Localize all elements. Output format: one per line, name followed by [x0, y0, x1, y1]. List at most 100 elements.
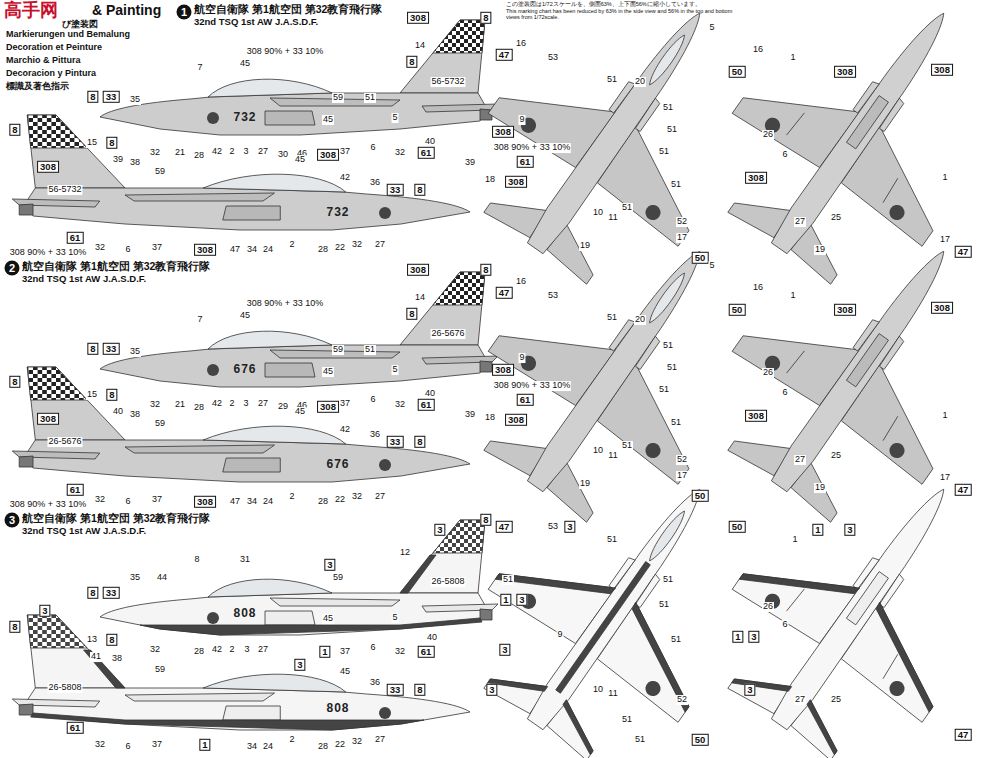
callout-number: 51 — [606, 535, 618, 545]
callout-number: 15 — [86, 138, 98, 148]
callout-number: 47 — [229, 245, 241, 255]
callout-number: 52 — [676, 217, 688, 227]
callout-number: 308 90% + 33 10% — [9, 500, 87, 510]
wing — [125, 193, 275, 201]
callout-number: 6 — [124, 245, 131, 255]
pylon — [881, 178, 899, 202]
exhaust — [480, 361, 492, 372]
checker-tail — [27, 367, 87, 400]
roundel — [518, 115, 539, 136]
canopy — [646, 270, 689, 326]
roundel — [886, 678, 907, 699]
callout-number: 56-5732 — [47, 185, 82, 195]
callout-number: 45 — [322, 614, 334, 624]
callout-number: 1 — [789, 291, 796, 301]
paint-code-box: 308 — [194, 244, 216, 256]
callout-number: 27 — [374, 492, 386, 502]
fuselage — [100, 345, 486, 387]
callout-number: 14 — [414, 293, 426, 303]
paint-code-box: 47 — [955, 729, 972, 741]
callout-number: 32 — [149, 148, 161, 158]
callout-number: 37 — [151, 740, 163, 750]
fuselage — [768, 6, 954, 256]
callout-number: 3 — [242, 147, 249, 157]
callout-number: 24 — [262, 742, 274, 752]
canopy — [646, 508, 689, 564]
callout-number: 36 — [369, 178, 381, 188]
callout-number: 6 — [369, 395, 376, 405]
callout-number: 32 — [94, 495, 106, 505]
paint-code-box: 308 — [834, 66, 856, 78]
callout-number: 37 — [339, 147, 351, 157]
callout-number: 25 — [830, 451, 842, 461]
paint-code-box: 50 — [692, 734, 709, 746]
callout-number: 45 — [322, 115, 334, 125]
paint-code-box: 33 — [387, 184, 404, 196]
title-translation: び塗装図 — [62, 20, 98, 30]
paint-code-box: 47 — [955, 246, 972, 258]
paint-code-box: 308 — [505, 414, 527, 426]
paint-code-box: 8 — [106, 389, 117, 401]
paint-code-box: 61 — [418, 147, 435, 159]
gear-bay — [846, 96, 888, 149]
callout-number: 1 — [941, 173, 948, 183]
roundel — [886, 440, 907, 461]
scheme-heading: 32nd TSQ 1st AW J.A.S.D.F. — [22, 526, 146, 536]
wing-stripe — [844, 602, 964, 712]
callout-number: 18 — [484, 175, 496, 185]
callout-number: 10 — [592, 208, 604, 218]
aircraft-side-view — [12, 615, 470, 730]
callout-number: 39 — [464, 410, 476, 420]
intake — [609, 80, 635, 113]
fuselage — [100, 93, 486, 135]
callout-number: 308 90% + 33 10% — [493, 143, 571, 153]
callout-number: 51 — [662, 341, 674, 351]
roundel — [762, 591, 783, 612]
paint-code-box: 1 — [319, 646, 330, 658]
scheme-number: 3 — [5, 513, 20, 528]
roundel — [379, 207, 391, 219]
callout-number: 5 — [708, 23, 715, 33]
intake — [635, 98, 661, 131]
callout-number: 37 — [339, 399, 351, 409]
title-translation: Decoration et Peinture — [6, 43, 102, 53]
callout-number: 53 — [547, 291, 559, 301]
exhaust — [19, 204, 33, 215]
paint-code-box: 61 — [67, 722, 84, 734]
canopy — [203, 174, 346, 192]
callout-number: 308 90% + 33 10% — [493, 381, 571, 391]
callout-number: 32 — [394, 400, 406, 410]
fin-stripe — [84, 650, 125, 688]
callout-number: 9 — [556, 630, 563, 640]
aircraft-side-view — [12, 115, 470, 230]
callout-number: 51 — [670, 635, 682, 645]
paint-code-box: 308 — [505, 176, 527, 188]
intake — [609, 318, 635, 351]
paint-code-box: 308 — [931, 302, 953, 314]
pylon — [787, 350, 805, 374]
callout-number: 24 — [262, 245, 274, 255]
scheme-heading: 32nd TSQ 1st AW J.A.S.D.F. — [22, 274, 146, 284]
callout-number: 51 — [364, 345, 376, 355]
fuselage — [100, 593, 486, 635]
paint-code-box: 8 — [9, 621, 20, 633]
paint-code-box: 61 — [418, 399, 435, 411]
paint-code-box: 308 — [492, 364, 514, 376]
intake — [635, 336, 661, 369]
aircraft-top-view — [440, 0, 794, 315]
callout-number: 34 — [246, 245, 258, 255]
paint-code-box: 8 — [480, 264, 491, 276]
callout-number: 38 — [129, 158, 141, 168]
callout-number: 2 — [288, 240, 295, 250]
callout-number: 35 — [129, 95, 141, 105]
callout-number: 31 — [239, 555, 251, 565]
title-translation: Decoracion y Pintura — [6, 69, 96, 79]
aircraft-top-view — [440, 185, 794, 553]
paint-code-box: 33 — [103, 91, 120, 103]
tail-fin — [400, 272, 485, 345]
aircraft-serial: 808 — [233, 607, 256, 620]
paint-code-box: 8 — [9, 124, 20, 136]
callout-number: 9 — [518, 115, 525, 125]
paint-code-box: 61 — [418, 646, 435, 658]
callout-number: 19 — [579, 241, 591, 251]
